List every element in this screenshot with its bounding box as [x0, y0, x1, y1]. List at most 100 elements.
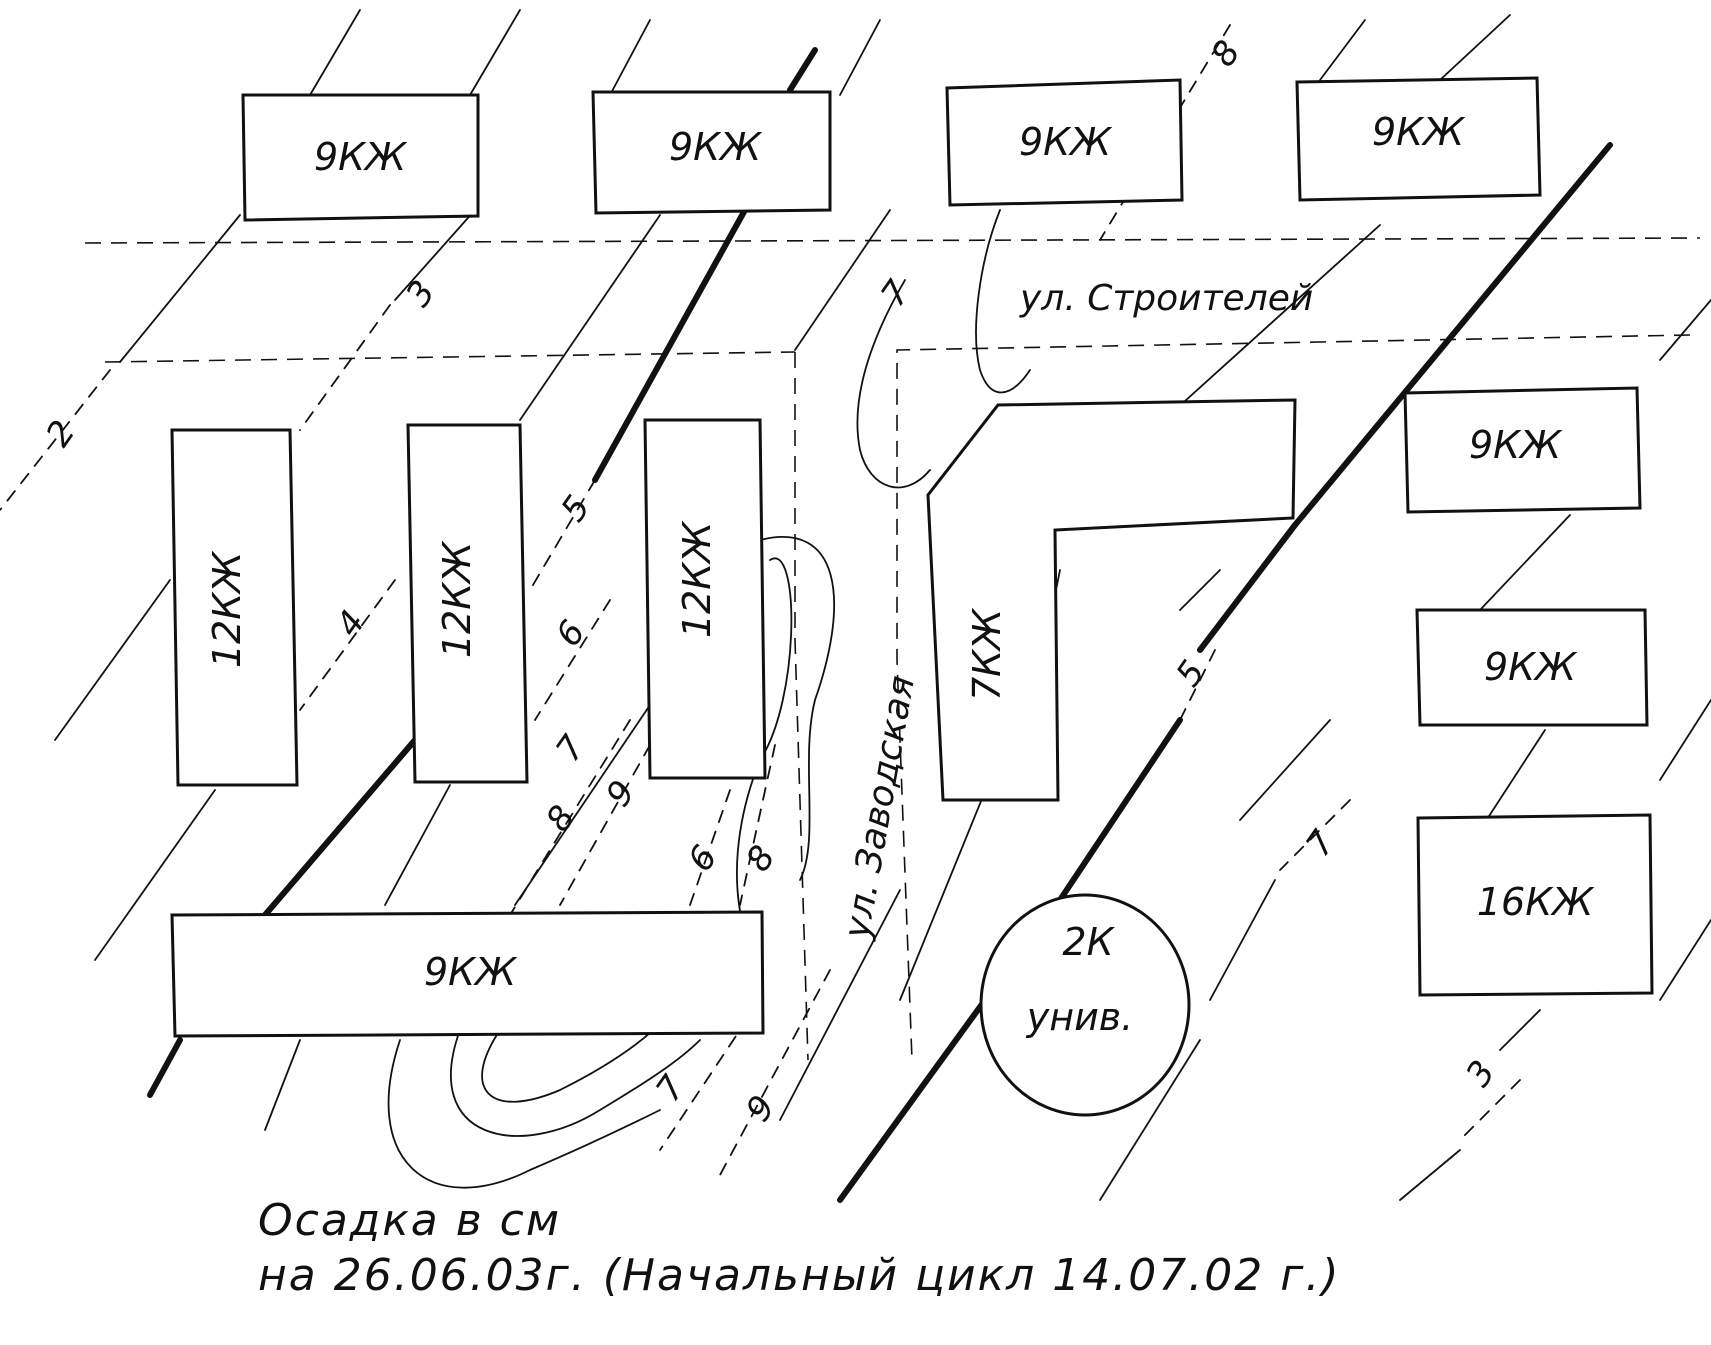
isoline: [779, 889, 901, 1121]
isoline-9-loop: [759, 536, 836, 881]
isoline: [384, 784, 451, 906]
building-label: 9КЖ: [424, 950, 518, 994]
building-label-2: унив.: [1026, 995, 1134, 1039]
isoline-bold-left: [147, 1037, 183, 1098]
street-label-zavodskaya: ул. Заводская: [836, 673, 923, 943]
isoline-label: 5: [1168, 653, 1213, 694]
isoline: [264, 1039, 301, 1131]
isoline-5-right: [1179, 649, 1216, 721]
building-9kj-right-2: 9КЖ: [1415, 608, 1649, 727]
isoline-bold-right: [1292, 142, 1613, 528]
isoline-label: 8: [538, 798, 583, 839]
isoline-lower-u3: [387, 1039, 661, 1189]
building-16kj: 16КЖ: [1416, 813, 1654, 997]
caption-line-2: на 26.06.03г. (Начальный цикл 14.07.02 г…: [258, 1250, 1341, 1301]
isoline-7-right: [1279, 799, 1351, 871]
road-zavodskaya-west-edge: [794, 352, 809, 1061]
isoline-label: 8: [738, 838, 783, 879]
isoline: [839, 19, 881, 96]
isoline-bold: [592, 207, 748, 483]
isoline-8b: [739, 744, 776, 906]
isoline-6: [534, 599, 611, 721]
isoline-label: 2: [38, 413, 83, 454]
street-label-stroiteley: ул. Строителей: [1019, 278, 1313, 319]
isoline-label: 3: [1458, 1053, 1503, 1094]
isoline-bold-right: [1197, 522, 1298, 653]
building-label: 9КЖ: [669, 125, 763, 169]
isoline: [1239, 719, 1331, 821]
isoline-label: 9: [598, 773, 643, 814]
isoline-label: 4: [328, 603, 373, 644]
isoline: [609, 19, 651, 96]
isoline-bold: [787, 47, 818, 93]
building-label: 9КЖ: [1469, 423, 1563, 467]
roads: [84, 237, 1701, 1061]
building-label: 12КЖ: [205, 550, 249, 668]
isoline-bold-left: [262, 737, 418, 918]
isoline: [54, 579, 171, 741]
building-label: 12КЖ: [675, 520, 719, 638]
building-9kj-top-2: 9КЖ: [591, 90, 832, 215]
isoline-3: [299, 304, 391, 431]
isoline-3-right: [1459, 1079, 1521, 1141]
building-label: 2К: [1062, 920, 1115, 964]
isoline-7-curve: [856, 279, 931, 489]
isoline: [1099, 1039, 1201, 1201]
building-9kj-top-4: 9КЖ: [1295, 76, 1542, 202]
isoline-6c: [719, 969, 831, 1176]
isoline-label: 8: [1203, 33, 1248, 74]
building-label: 16КЖ: [1477, 880, 1595, 924]
isoline-lower-u2: [450, 1029, 701, 1137]
isoline-label: 9: [738, 1088, 783, 1129]
isoline-4: [299, 579, 396, 711]
isoline: [309, 9, 361, 96]
building-9kj-top-1: 9КЖ: [241, 93, 480, 222]
building-9kj-bottom: 9КЖ: [170, 910, 765, 1038]
isoline-5: [529, 479, 596, 591]
isoline-label: 6: [548, 613, 593, 654]
isoline-bold-right: [1057, 717, 1183, 903]
building-12kj-2: 12КЖ: [406, 423, 529, 784]
caption-line-1: Осадка в см: [258, 1195, 561, 1246]
isoline-7: [509, 719, 631, 916]
isoline: [1179, 569, 1221, 611]
isoline-label: 7: [1298, 823, 1343, 864]
isoline-label: 7: [548, 728, 593, 769]
isoline: [469, 9, 521, 96]
buildings: 9КЖ 9КЖ 9КЖ 9КЖ 12КЖ 12КЖ 12КЖ 7КЖ: [170, 76, 1654, 1117]
isoline-label: 3: [398, 273, 443, 314]
road-zavodskaya-east-edge: [896, 334, 1691, 1061]
isoline-bold-right: [837, 997, 988, 1203]
building-12kj-3: 12КЖ: [643, 418, 767, 780]
isoline: [94, 789, 216, 961]
building-label: 9КЖ: [1372, 110, 1466, 154]
building-label: 7КЖ: [965, 607, 1009, 701]
building-7kj: 7КЖ: [926, 398, 1297, 802]
isoline: [1479, 514, 1571, 611]
isoline: [794, 209, 891, 351]
isoline: [1499, 1009, 1541, 1051]
isoline: [1209, 879, 1276, 1001]
isoline: [975, 209, 1031, 394]
isoline: [1659, 919, 1711, 1001]
building-label: 9КЖ: [314, 135, 408, 179]
isoline: [1399, 1149, 1461, 1201]
building-9kj-right-1: 9КЖ: [1403, 386, 1642, 514]
isoline-2: [0, 369, 111, 511]
isoline: [119, 214, 241, 363]
building-univermag: 2К унив.: [979, 893, 1191, 1117]
isoline-9: [559, 744, 651, 906]
building-12kj-1: 12КЖ: [170, 428, 299, 787]
isoline: [1659, 699, 1711, 781]
building-label: 12КЖ: [435, 540, 479, 658]
isoline-label: 7: [648, 1068, 693, 1109]
isoline: [1439, 14, 1511, 81]
road-stroiteley-south-edge: [104, 351, 796, 363]
isoline-label: 7: [873, 273, 918, 314]
isoline-label: 5: [553, 488, 598, 529]
road-stroiteley-north-edge: [84, 237, 1701, 244]
building-9kj-top-3: 9КЖ: [945, 78, 1184, 207]
isoline: [1479, 729, 1546, 831]
isoline-8-top: [1099, 24, 1231, 241]
